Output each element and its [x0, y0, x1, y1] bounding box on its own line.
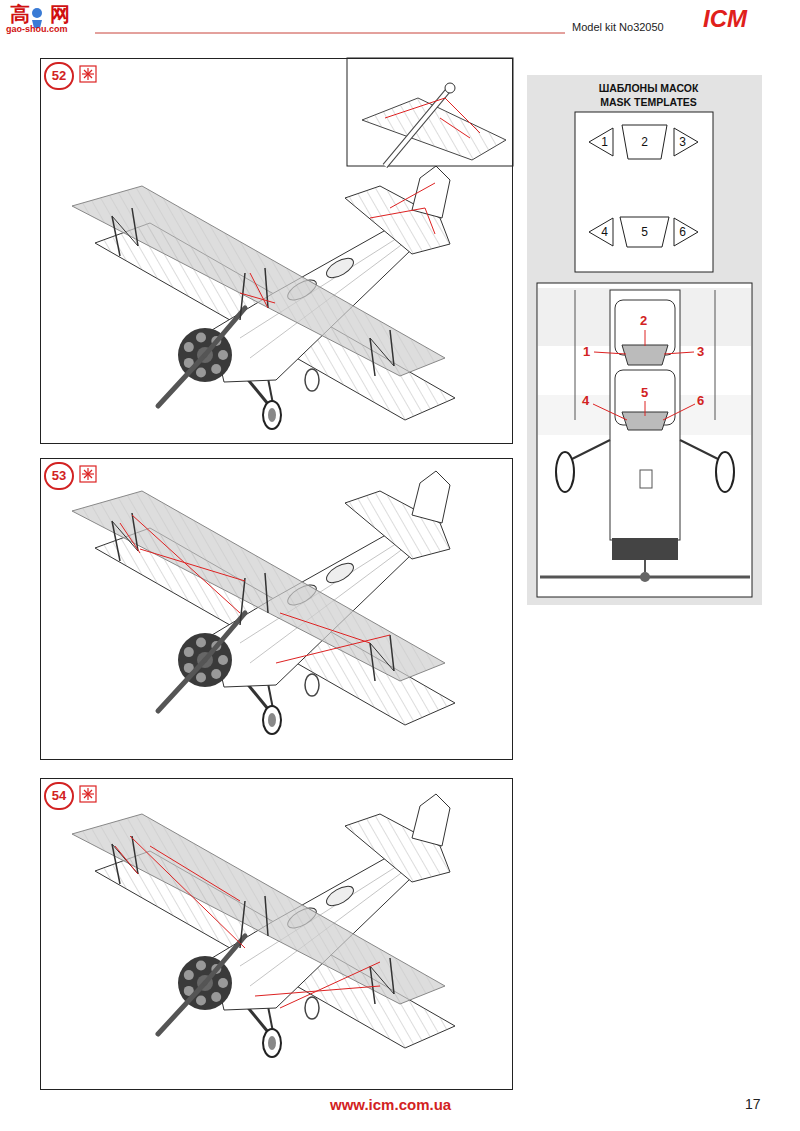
- mask-number: 1: [601, 136, 608, 148]
- page-label: gao-shou.com: [6, 25, 68, 35]
- page-label: 4: [582, 394, 589, 408]
- mask-template: 1: [588, 127, 614, 157]
- step-panel: 53: [40, 458, 513, 760]
- mask-shape: [622, 125, 667, 159]
- mask-number: 3: [679, 136, 686, 148]
- step-number: 54: [44, 782, 74, 810]
- mask-outline: [588, 127, 614, 157]
- mask-template: 2: [621, 124, 668, 160]
- mask-shape: [620, 217, 669, 247]
- step-number: 52: [44, 62, 74, 90]
- panel-heading: ШАБЛОНЫ МАСОК: [527, 82, 770, 94]
- page-label: 1: [583, 345, 590, 359]
- step-panel: 54: [40, 778, 513, 1090]
- mask-number: 6: [679, 226, 686, 238]
- page-label: www.icm.com.ua: [330, 1097, 451, 1114]
- mask-shape: [589, 128, 613, 156]
- mask-number: 5: [641, 226, 648, 238]
- mask-template: 3: [673, 127, 699, 157]
- page-label: Model kit No32050: [572, 21, 664, 33]
- panel-heading: MASK TEMPLATES: [527, 96, 770, 108]
- mask-number: 4: [601, 226, 608, 238]
- mask-number: 2: [641, 136, 648, 148]
- page-label: 网: [50, 3, 70, 25]
- mask-outline: [673, 217, 699, 247]
- page-label: 5: [641, 386, 648, 400]
- mask-outline: [588, 217, 614, 247]
- page-label: 6: [697, 394, 704, 408]
- mask-panel: ШАБЛОНЫ МАСОК MASK TEMPLATES 1 2 3 4 5 6: [527, 75, 770, 605]
- mask-shape: [674, 128, 698, 156]
- mask-outline: [673, 127, 699, 157]
- step-panel: 52: [40, 58, 513, 444]
- step-number: 53: [44, 462, 74, 490]
- mask-template: 4: [588, 217, 614, 247]
- page-label: 3: [697, 345, 704, 359]
- page-label: ICM: [703, 6, 747, 32]
- mask-shape: [674, 218, 698, 246]
- page-label: 17: [745, 1097, 761, 1112]
- page-label: 2: [640, 314, 647, 328]
- mask-template: 6: [673, 217, 699, 247]
- mask-shape: [589, 218, 613, 246]
- mask-template: 5: [619, 216, 670, 248]
- page-label: 高: [10, 3, 30, 25]
